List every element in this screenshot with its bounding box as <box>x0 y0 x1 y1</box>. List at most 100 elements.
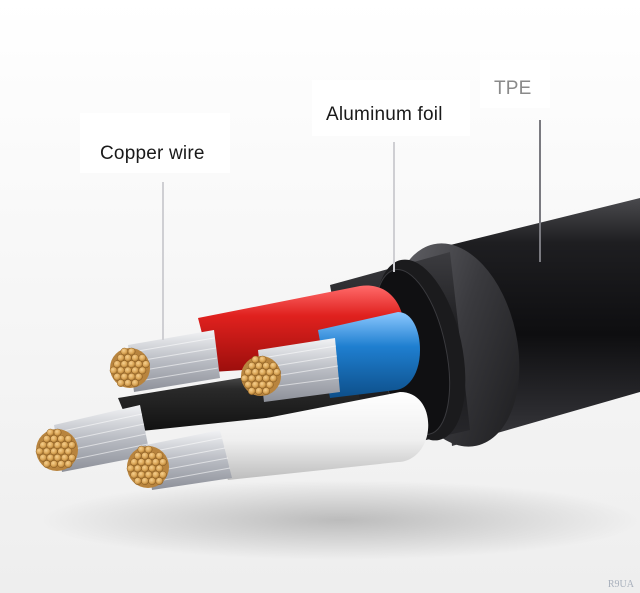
white-strands <box>146 430 232 490</box>
copper-strand-end <box>64 435 73 443</box>
copper-strand-end <box>265 380 274 389</box>
copper-strand-end <box>35 447 44 456</box>
copper-strand-end <box>53 441 62 450</box>
copper-strand-end <box>251 355 260 364</box>
copper-strand-end <box>127 372 136 381</box>
copper-strand-end <box>127 347 136 356</box>
copper-strand-end <box>151 470 160 479</box>
copper-strand-end <box>159 458 167 467</box>
aluminum-foil-label: Aluminum foil <box>326 104 443 125</box>
copper-strand-end <box>138 366 147 375</box>
copper-strand-end <box>251 368 260 377</box>
copper-strand-end <box>148 452 157 460</box>
white-insulation <box>205 392 429 480</box>
copper-strand-end <box>262 362 271 370</box>
copper-strand-end <box>240 374 249 383</box>
copper-strand-end <box>109 366 118 375</box>
copper-strand-end <box>255 362 263 370</box>
copper-strand-end <box>244 380 253 389</box>
copper-strand-end <box>137 458 146 467</box>
copper-strand-end <box>64 460 73 468</box>
copper-strand-end <box>46 428 55 437</box>
copper-strand-end <box>265 368 274 377</box>
black-strands <box>54 405 150 472</box>
copper-strand-end <box>57 435 66 443</box>
copper-strand-end <box>57 460 66 468</box>
copper-strand-end <box>255 374 263 383</box>
copper-strand-end <box>138 354 147 362</box>
copper-strand-end <box>148 477 157 485</box>
copper-strand-end <box>46 441 55 450</box>
copper-strand-end <box>155 452 164 460</box>
copper-strand-end <box>134 372 143 381</box>
copper-strand-end <box>68 441 76 450</box>
copper-strand-end <box>137 445 146 454</box>
copper-strand-end <box>251 380 260 389</box>
copper-strand-end <box>269 374 278 383</box>
copper-strand-end <box>116 379 125 387</box>
copper-strand-end <box>68 453 76 462</box>
copper-strand-end <box>126 464 135 473</box>
copper-strand-end <box>46 453 55 462</box>
red-strands <box>128 330 220 392</box>
copper-strand-end <box>262 387 271 395</box>
copper-strand-end <box>130 458 139 467</box>
copper-strand-end <box>124 379 132 387</box>
blue-insulation <box>318 312 420 398</box>
copper-strand-end <box>57 447 66 456</box>
copper-strand-end <box>141 464 149 473</box>
copper-strand-end <box>131 354 140 362</box>
copper-strand-end <box>273 368 281 377</box>
copper-strand-ends <box>35 347 281 485</box>
copper-strand-end <box>50 435 58 443</box>
copper-strand-end <box>134 360 143 369</box>
copper-strand-end <box>124 354 132 362</box>
copper-strand-end <box>127 360 136 369</box>
copper-strand-end <box>247 362 256 370</box>
copper-strand-end <box>144 445 153 454</box>
copper-strand-end <box>39 453 48 462</box>
tpe-label: TPE <box>494 78 532 99</box>
copper-strand-end <box>142 360 150 369</box>
copper-strand-end <box>262 374 271 383</box>
copper-strand-end <box>131 379 140 387</box>
copper-strand-end <box>244 368 253 377</box>
copper-strand-end <box>247 374 256 383</box>
copper-strand-end <box>255 387 263 395</box>
copper-strand-end <box>53 453 62 462</box>
copper-strand-end <box>50 460 58 468</box>
aluminum-foil-label-bg <box>312 80 470 136</box>
floor-shadow <box>40 480 640 560</box>
copper-strand-end <box>116 354 125 362</box>
copper-strand-end <box>148 464 157 473</box>
copper-strand-end <box>131 366 140 375</box>
copper-strand-end <box>258 368 267 377</box>
copper-strand-end <box>60 453 69 462</box>
copper-wire-label-bg <box>80 113 230 173</box>
copper-strand-end <box>258 380 267 389</box>
copper-strand-end <box>120 347 129 356</box>
copper-strand-end <box>247 387 256 395</box>
copper-strand-end <box>42 447 51 456</box>
copper-strand-end <box>269 362 278 370</box>
copper-strand-end <box>137 470 146 479</box>
tpe-label-bg <box>480 60 550 108</box>
copper-strand-end <box>151 458 160 467</box>
watermark: R9UA <box>607 579 634 590</box>
copper-strand-end <box>50 447 58 456</box>
copper-strand-end <box>258 355 267 364</box>
copper-strand-end <box>64 447 73 456</box>
copper-strand-end <box>141 477 149 485</box>
copper-strand-end <box>155 464 164 473</box>
copper-strand-end <box>60 441 69 450</box>
copper-strand-end <box>113 372 122 381</box>
copper-strand-end <box>144 458 153 467</box>
copper-strand-end <box>42 460 51 468</box>
copper-strand-end <box>113 360 122 369</box>
copper-strand-end <box>120 360 129 369</box>
copper-strand-end <box>39 441 48 450</box>
copper-strand-end <box>130 470 139 479</box>
copper-strand-end <box>53 428 62 437</box>
